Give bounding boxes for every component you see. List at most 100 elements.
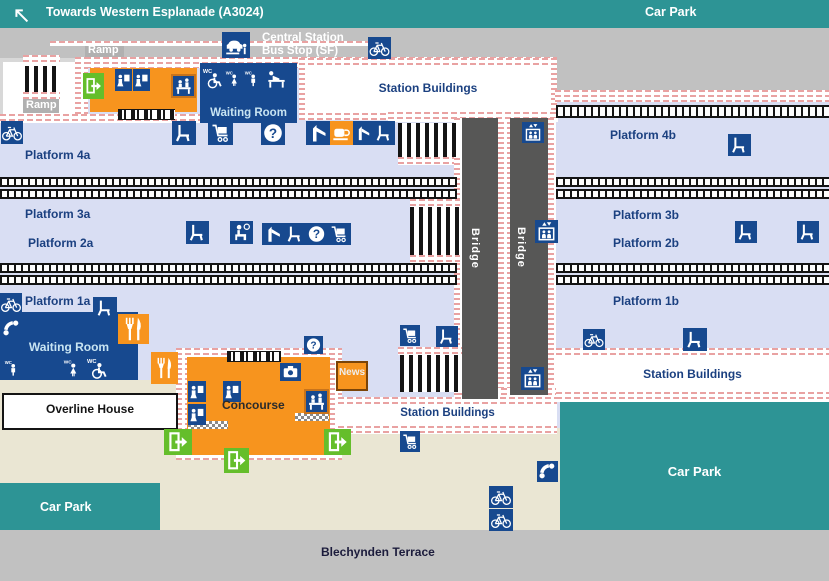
platform-2b-label: Platform 2b xyxy=(613,236,680,250)
wall-tl-mid-brick-wall xyxy=(23,92,60,99)
svg-text:?: ? xyxy=(313,227,320,241)
header-title: Towards Western Esplanade (A3024) xyxy=(46,5,264,19)
seat-icon xyxy=(797,221,819,243)
track-2-left-a-railway xyxy=(0,263,457,273)
carpark-right-label: Car Park xyxy=(667,464,722,479)
header-bar xyxy=(0,0,829,28)
track-4-right-b-railway xyxy=(556,189,829,199)
seat-icon xyxy=(373,121,395,145)
sb-mid-bottom-border-brick-wall xyxy=(338,426,557,434)
seat-icon xyxy=(683,328,707,351)
seat-icon xyxy=(172,121,196,145)
stairs-platform4 xyxy=(398,123,460,157)
stairs-mid-top-brick-wall xyxy=(410,199,460,207)
seat-icon xyxy=(284,223,306,245)
track-4-right-a-railway xyxy=(556,177,829,187)
phone-icon xyxy=(1,318,22,339)
entrance-icon xyxy=(324,429,351,455)
platform-1b-label: Platform 1b xyxy=(613,294,680,308)
lift-icon xyxy=(522,122,544,143)
wall-above-track1-brick-wall xyxy=(555,90,829,102)
bike-icon xyxy=(368,37,391,59)
station-buildings-right xyxy=(556,358,829,392)
ramp-box-top xyxy=(85,44,124,59)
header-carpark: Car Park xyxy=(645,5,697,19)
wr-top-label: Waiting Room xyxy=(210,107,287,119)
seat-icon xyxy=(436,326,458,347)
platform-2a-label: Platform 2a xyxy=(28,236,94,250)
bus-stop-line1: Central Station xyxy=(262,32,344,44)
bridge-left-label: Bridge xyxy=(468,228,481,269)
gate-icon xyxy=(306,121,330,145)
camera-icon xyxy=(280,363,301,381)
tvm-icon xyxy=(133,69,150,91)
wc-m-icon: WC xyxy=(4,357,21,379)
info-icon: ? xyxy=(304,336,323,354)
tvm-icon xyxy=(188,404,206,425)
svg-text:WC: WC xyxy=(64,359,72,365)
news-kiosk xyxy=(336,361,368,391)
platform-3b-label: Platform 3b xyxy=(613,208,680,222)
wall-tl-column-brick-wall xyxy=(75,57,88,118)
wall-under-complex-brick-wall xyxy=(0,114,200,123)
sb-right-label: Station Buildings xyxy=(643,367,742,381)
sb-right-top-border-brick-wall xyxy=(556,348,829,358)
carpark-left-label: Car Park xyxy=(40,500,92,514)
carpark-right xyxy=(560,401,829,530)
trolley-icon xyxy=(400,325,420,346)
seat-icon xyxy=(186,221,209,244)
wc-f-icon: WC xyxy=(63,357,82,379)
lift-icon xyxy=(521,367,544,390)
forkknife-icon xyxy=(151,352,178,384)
office-icon xyxy=(171,74,196,98)
bike-icon xyxy=(583,329,605,350)
coffee-icon xyxy=(330,121,353,145)
track-north-railway xyxy=(556,105,829,118)
ticket-gates-concourse xyxy=(227,351,281,362)
carpark-left xyxy=(0,483,160,530)
svg-text:WC: WC xyxy=(226,70,233,75)
lift-icon xyxy=(535,220,558,243)
arrow-nw-icon xyxy=(8,4,34,26)
svg-text:?: ? xyxy=(310,341,316,352)
trolley-icon xyxy=(208,121,233,145)
info-icon: ? xyxy=(306,223,327,245)
trolley-icon xyxy=(327,223,351,245)
ramp-top-label: Ramp xyxy=(88,44,119,56)
forecourt-top-right xyxy=(555,28,829,90)
entrance-icon xyxy=(224,448,249,473)
news-label: News xyxy=(338,367,366,378)
bridge-column-left xyxy=(462,118,498,399)
bike-icon xyxy=(489,486,513,508)
wc-f-icon: WC xyxy=(225,67,242,90)
stairs-ramp-building xyxy=(25,66,58,92)
track-2-left-b-railway xyxy=(0,275,457,285)
baby-icon xyxy=(263,67,290,90)
seat-icon xyxy=(728,134,751,156)
stairs-top-base-brick-wall xyxy=(398,157,460,165)
sb-top-label: Station Buildings xyxy=(378,81,478,95)
sb-mid-top-border-brick-wall xyxy=(338,397,557,405)
waitmini-icon xyxy=(230,221,253,244)
taxi-icon xyxy=(222,32,250,58)
sb-mid-label: Station Buildings xyxy=(400,407,495,419)
forkknife-icon xyxy=(118,314,149,344)
bike-icon xyxy=(0,293,22,315)
bridge-top-cap-brick-wall xyxy=(388,112,558,122)
gate-icon xyxy=(262,223,284,245)
gate-icon xyxy=(353,121,373,145)
stairs-mid-base-brick-wall xyxy=(410,255,460,263)
street-label: Blechynden Terrace xyxy=(321,545,435,559)
road-bottom xyxy=(0,530,829,581)
tvm-icon xyxy=(115,69,132,91)
wc-m-icon: WC xyxy=(244,67,261,90)
concourse-label: Concourse xyxy=(222,398,285,412)
svg-text:WC: WC xyxy=(203,69,212,75)
platform-4a-label: Platform 4a xyxy=(25,148,91,162)
ramp-box-left xyxy=(23,99,59,113)
wc-acc-icon: WC xyxy=(85,357,110,380)
bus-stop-line2: Bus Stop (SF) xyxy=(262,45,339,57)
platform-4b-label: Platform 4b xyxy=(610,128,677,142)
sb-right-bottom-border-brick-wall xyxy=(556,392,829,402)
